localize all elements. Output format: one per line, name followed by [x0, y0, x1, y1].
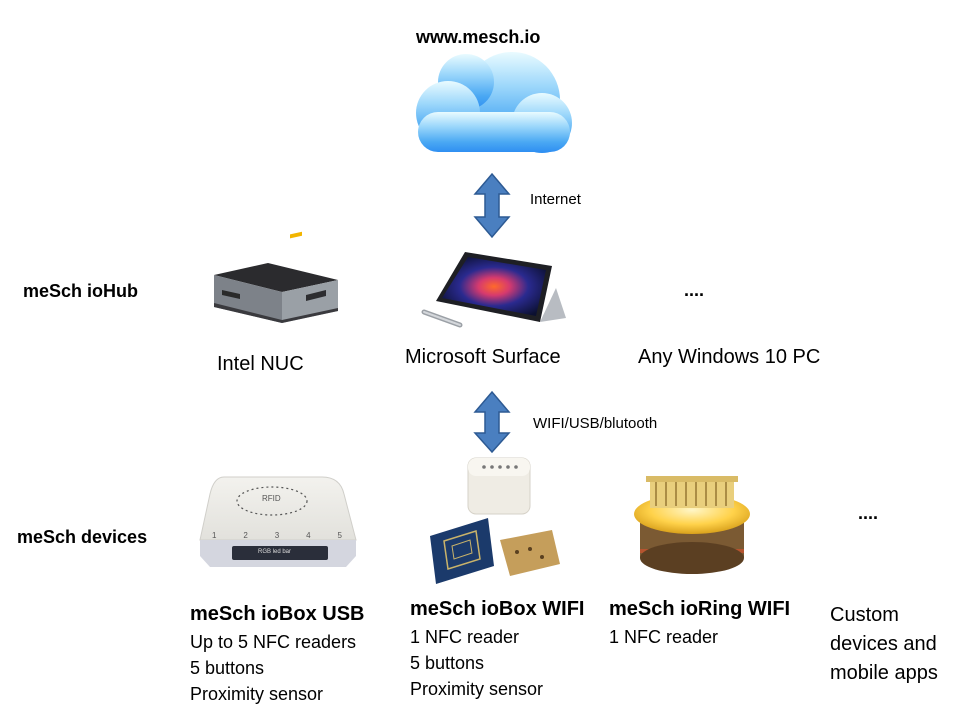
device-feature: Custom [830, 604, 899, 626]
button-number: 3 [274, 531, 280, 540]
button-number: 5 [337, 531, 342, 540]
device-card: Custom devices and mobile apps [830, 601, 938, 688]
device-feature: 1 NFC reader [410, 627, 520, 647]
internet-label: Internet [530, 191, 581, 208]
device-card: meSch ioBox USB Up to 5 NFC readers 5 bu… [190, 600, 364, 707]
device-title: meSch ioBox WIFI [410, 598, 585, 620]
box-led-label: RGB led bar [258, 549, 292, 555]
device-feature: Proximity sensor [190, 684, 324, 704]
device-card: meSch ioBox WIFI 1 NFC reader 5 buttons … [410, 595, 584, 702]
device-feature: Up to 5 NFC readers [190, 632, 357, 652]
row-label-devices: meSch devices [17, 527, 148, 547]
button-number: 4 [306, 531, 311, 540]
device-feature: devices and [830, 633, 937, 655]
device-title: meSch ioRing WIFI [609, 598, 791, 620]
device-card: meSch ioRing WIFI 1 NFC reader [609, 595, 790, 650]
device-feature: 5 buttons [190, 658, 265, 678]
hub-item-label: Microsoft Surface [405, 346, 561, 368]
device-feature: Proximity sensor [410, 679, 544, 699]
button-numbers: 1 2 3 4 5 [212, 531, 342, 540]
device-ellipsis: .... [858, 503, 879, 523]
device-title: meSch ioBox USB [190, 603, 365, 625]
device-feature: mobile apps [830, 662, 938, 684]
local-link-label: WIFI/USB/blutooth [533, 415, 658, 432]
device-feature: 1 NFC reader [609, 627, 719, 647]
hub-ellipsis: .... [684, 280, 705, 300]
rfid-mark: RFID [262, 494, 281, 503]
device-feature: 5 buttons [410, 653, 485, 673]
cloud-url: www.mesch.io [416, 27, 541, 47]
hub-item-label: Any Windows 10 PC [638, 346, 821, 368]
row-label-hub: meSch ioHub [23, 281, 139, 301]
button-number: 1 [212, 531, 217, 540]
button-number: 2 [243, 531, 248, 540]
hub-item-label: Intel NUC [217, 353, 304, 375]
